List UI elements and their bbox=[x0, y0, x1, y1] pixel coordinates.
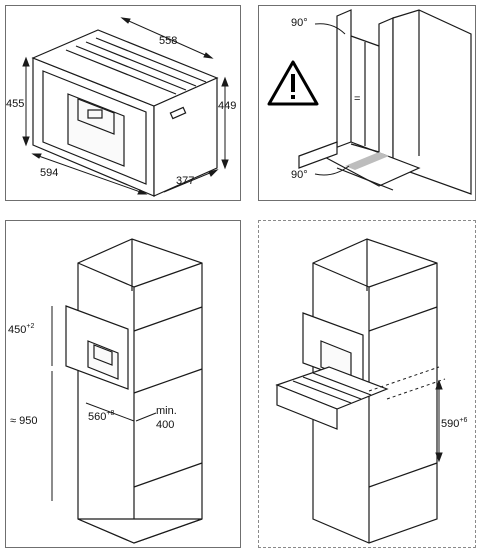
equal-sign-label: = bbox=[354, 93, 360, 105]
panel-drawer-installation: 590+6 bbox=[258, 220, 476, 548]
dim-depth-label: 377 bbox=[176, 175, 194, 187]
niche-height-tolerance: +2 bbox=[26, 323, 34, 330]
cabinet-drawing: 450+2 ≈ 950 560+8 min. 400 bbox=[8, 238, 203, 544]
appliance-drawing: 558 455 449 594 377 bbox=[6, 17, 236, 197]
niche-width-tolerance: +8 bbox=[106, 410, 114, 417]
panel-installation-check: 90° 90° = bbox=[258, 5, 476, 201]
min-depth-prefix: min. bbox=[156, 405, 177, 417]
drawer-height-value: 590 bbox=[441, 418, 459, 430]
angle-bottom-label: 90° bbox=[291, 169, 308, 181]
min-depth-value: 400 bbox=[156, 419, 174, 431]
total-height-label: ≈ 950 bbox=[10, 415, 37, 427]
panel-appliance-dimensions: 558 455 449 594 377 bbox=[5, 5, 241, 201]
niche-width-value: 560 bbox=[88, 411, 106, 423]
panel-cabinet-installation: 450+2 ≈ 950 560+8 min. 400 bbox=[5, 220, 241, 548]
installation-drawing: 90° 90° = bbox=[267, 9, 472, 195]
dim-front-width-label: 594 bbox=[40, 167, 58, 179]
warning-triangle-icon bbox=[267, 60, 319, 106]
drawer-drawing: 590+6 bbox=[275, 238, 467, 544]
niche-height-value: 450 bbox=[8, 324, 26, 336]
niche-width-label: 560+8 bbox=[88, 410, 114, 423]
dim-height-side-label: 449 bbox=[218, 100, 236, 112]
drawer-height-tolerance: +6 bbox=[459, 417, 467, 424]
niche-height-label: 450+2 bbox=[8, 323, 34, 336]
dim-height-front-label: 455 bbox=[6, 98, 24, 110]
drawer-height-label: 590+6 bbox=[441, 417, 467, 430]
dim-width-label: 558 bbox=[159, 35, 177, 47]
angle-top-label: 90° bbox=[291, 17, 308, 29]
